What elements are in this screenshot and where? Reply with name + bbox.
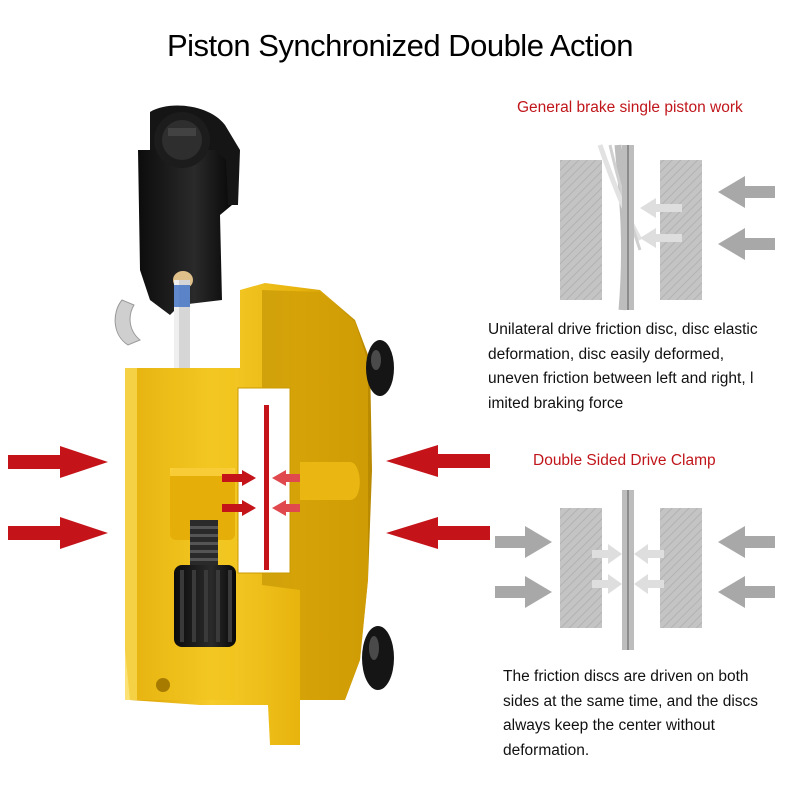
left-arrow-icon	[386, 517, 490, 549]
description-line: Unilateral drive friction disc, disc ela…	[488, 321, 758, 338]
left-arrow-icon	[718, 576, 775, 608]
double-sided-description: The friction discs are driven on both si…	[503, 665, 795, 763]
description-line: sides at the same time, and the discs	[503, 692, 759, 710]
right-arrow-icon	[495, 576, 552, 608]
single-piston-caption: General brake single piston work	[517, 99, 743, 116]
caliper-force-arrows	[8, 445, 490, 549]
left-arrow-icon	[718, 526, 775, 558]
description-line: always keep the center without	[503, 717, 715, 734]
brake-caliper	[114, 105, 394, 745]
left-arrow-icon	[718, 176, 775, 208]
double-sided-caption: Double Sided Drive Clamp	[533, 452, 716, 469]
right-arrow-icon	[495, 526, 552, 558]
page-title: Piston Synchronized Double Action	[166, 28, 634, 63]
left-arrow-icon	[386, 445, 490, 477]
cable-lever-arm	[138, 105, 240, 370]
double-sided-diagram	[495, 490, 775, 650]
right-arrow-icon	[8, 517, 108, 549]
left-arrow-icon	[718, 228, 775, 260]
description-line: deformation.	[503, 741, 590, 759]
description-line: deformation, disc easily deformed,	[488, 345, 725, 363]
single-piston-diagram	[560, 144, 775, 311]
description-line: uneven friction between left and right, …	[488, 370, 754, 387]
single-piston-description: Unilateral drive friction disc, disc ela…	[488, 318, 798, 416]
right-arrow-icon	[8, 446, 108, 478]
description-line: imited braking force	[488, 394, 624, 412]
description-line: The friction discs are driven on both	[503, 668, 749, 685]
